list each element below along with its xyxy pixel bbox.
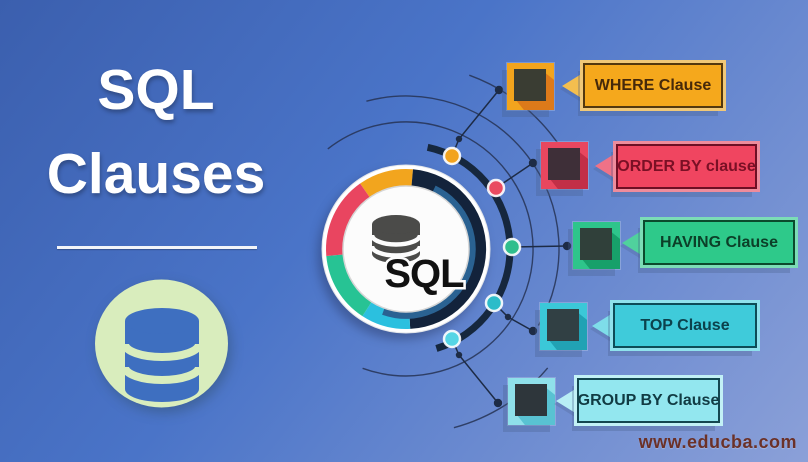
orbit-dot-having (502, 237, 522, 257)
connector-node-dots (455, 85, 572, 408)
having-callout-arrow (622, 230, 643, 256)
order-by-square-inner (548, 148, 580, 180)
having-clause-text: HAVING Clause (660, 233, 778, 251)
donut-segment-orange (360, 168, 413, 199)
watermark: www.educba.com (638, 432, 797, 452)
database-badge (95, 279, 228, 408)
where-square (507, 63, 554, 110)
title-line-1: SQL (97, 58, 215, 122)
sql-donut-chart: SQL (321, 164, 491, 334)
group-by-square-inner (515, 384, 547, 416)
top-clause-text: TOP Clause (640, 316, 730, 334)
group-by-clause-text: GROUP BY Clause (577, 391, 720, 409)
title-line-2: Clauses (46, 142, 266, 206)
donut-center-label: SQL (384, 252, 464, 296)
page-title: SQL Clauses (0, 48, 312, 216)
orbit-dot-order (486, 178, 506, 198)
order-by-clause-text: ORDER BY clause (617, 157, 756, 175)
where-square-inner (514, 69, 546, 101)
database-badge-icon (121, 308, 203, 402)
orbit-dot-group (442, 329, 462, 349)
title-underline (57, 246, 257, 249)
group-by-callout-arrow (556, 388, 577, 414)
order-by-callout-arrow (595, 153, 616, 179)
order-by-clause-label: ORDER BY clause (616, 144, 757, 189)
orbit-dots (442, 146, 522, 349)
where-clause-label: WHERE Clause (583, 63, 723, 108)
orbit-dot-where (442, 146, 462, 166)
having-clause-label: HAVING Clause (643, 220, 795, 265)
database-icon (369, 215, 423, 263)
order-by-square (541, 142, 588, 189)
donut-segment-teal (326, 254, 373, 317)
orbit-dot-top (484, 293, 504, 313)
having-square (573, 222, 620, 269)
having-square-inner (580, 228, 612, 260)
donut-segment-navy (409, 169, 487, 329)
donut-segment-red (325, 183, 371, 256)
where-clause-text: WHERE Clause (594, 76, 712, 94)
where-callout-arrow (562, 73, 583, 99)
top-square-inner (547, 309, 579, 341)
top-callout-arrow (592, 313, 613, 339)
group-by-clause-label: GROUP BY Clause (577, 378, 720, 423)
group-by-square (508, 378, 555, 425)
top-clause-label: TOP Clause (613, 303, 757, 348)
top-square (540, 303, 587, 350)
